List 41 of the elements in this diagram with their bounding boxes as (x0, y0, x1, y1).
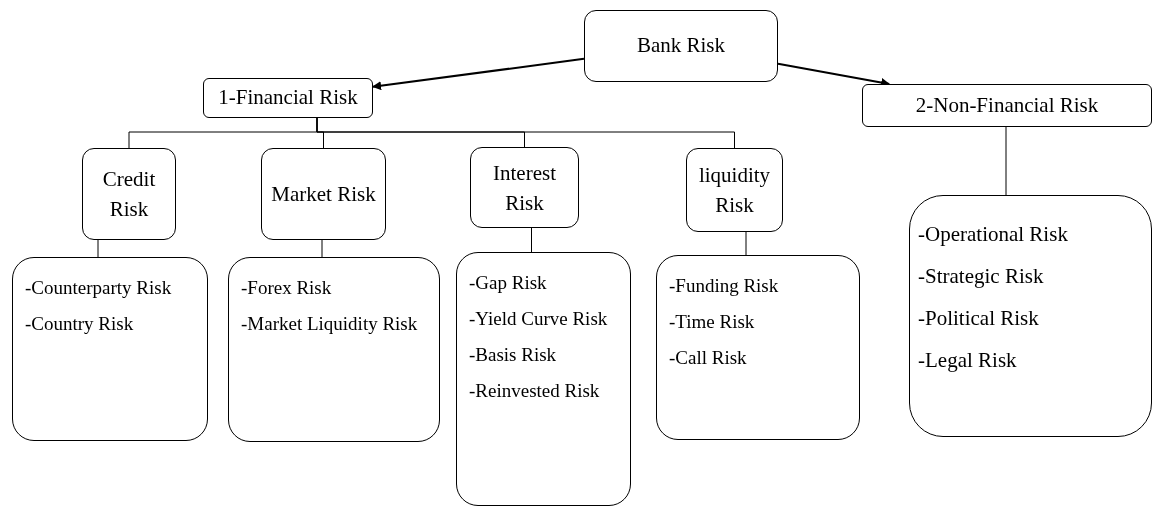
connector-line (1005, 126, 1007, 196)
risk-label: -Reinvested Risk (469, 379, 600, 403)
risk-label: -Call Risk (669, 346, 747, 370)
risk-label: 2-Non-Financial Risk (915, 91, 1099, 119)
risk-box (686, 148, 783, 232)
risk-box (203, 78, 373, 118)
list-box (228, 257, 440, 442)
risk-box (261, 148, 386, 240)
risk-label: -Forex Risk (241, 276, 332, 300)
risk-label: -Operational Risk (918, 222, 1068, 246)
risk-label: -Political Risk (918, 306, 1039, 330)
list-box (12, 257, 208, 441)
list-box (656, 255, 860, 440)
risk-label: -Funding Risk (669, 274, 779, 298)
arrow (372, 57, 585, 91)
risk-label: 1-Financial Risk (218, 84, 358, 112)
connector-line (321, 239, 323, 258)
connector-line (745, 231, 747, 256)
connector-line (97, 239, 99, 258)
risk-label: -Market Liquidity Risk (241, 312, 418, 336)
risk-label: Interest Risk (492, 159, 557, 217)
risk-box (584, 10, 778, 82)
list-box (909, 195, 1152, 437)
risk-label: -Yield Curve Risk (469, 307, 608, 331)
risk-label: -Counterparty Risk (25, 276, 172, 300)
risk-label: -Country Risk (25, 312, 134, 336)
list-box (456, 252, 631, 506)
risk-box (470, 147, 579, 228)
risk-label: -Legal Risk (918, 348, 1017, 372)
risk-box (82, 148, 176, 240)
risk-label: -Gap Risk (469, 271, 547, 295)
risk-box (862, 84, 1152, 127)
risk-label: -Strategic Risk (918, 264, 1044, 288)
risk-label: liquidity Risk (697, 162, 772, 219)
risk-label: Bank Risk (636, 32, 726, 60)
risk-label: -Basis Risk (469, 343, 557, 367)
risk-label: -Time Risk (669, 310, 755, 334)
connector-line (531, 227, 532, 253)
risk-label: Market Risk (271, 181, 376, 208)
risk-label: Credit Risk (101, 166, 157, 223)
connector-line (316, 117, 735, 149)
